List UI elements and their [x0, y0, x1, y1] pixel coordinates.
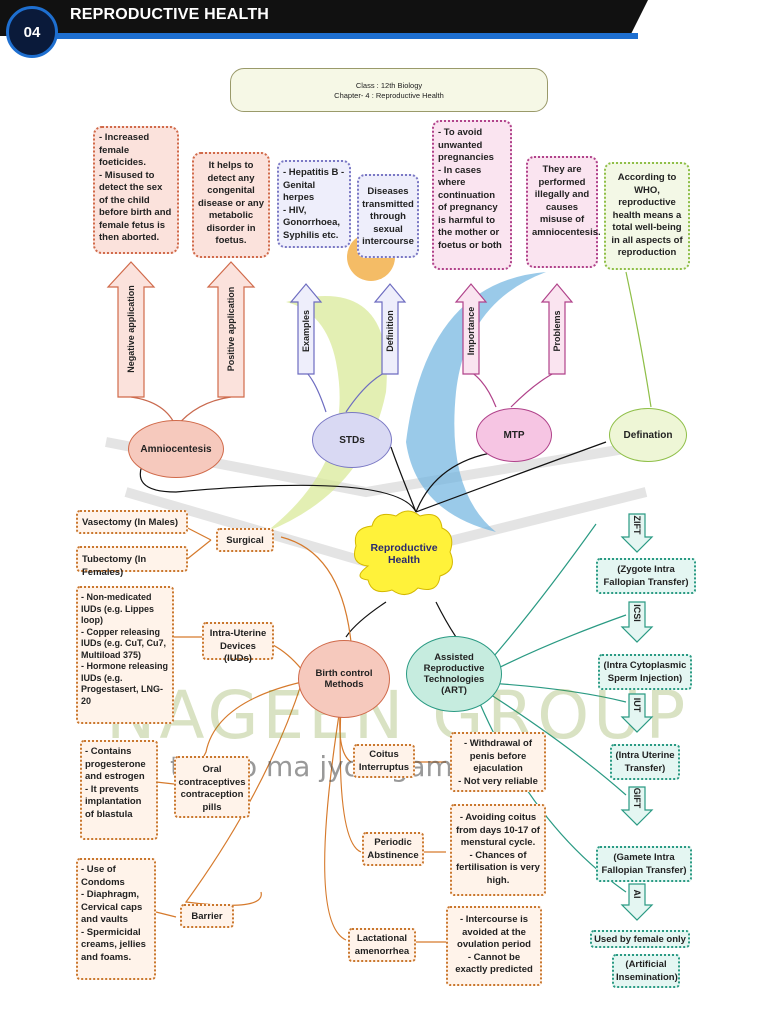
chapter-number-badge: 04: [6, 6, 58, 58]
gift-label: GIFT: [632, 787, 642, 809]
vasectomy-box: Vasectomy (In Males): [76, 510, 188, 534]
tubectomy-box: Tubectomy (In Females): [76, 546, 188, 578]
birth-control-node: Birth control Methods: [298, 640, 390, 718]
std-definition-text: Diseases transmitted through sexual inte…: [357, 174, 419, 258]
icsi-full-box: (Intra Cytoplasmic Sperm Injection): [598, 654, 692, 690]
negative-application-text: - Increased female foeticides. - Misused…: [93, 126, 179, 254]
surgical-box: Surgical: [216, 528, 274, 552]
ai-full-box: (Artificial Insemination): [612, 954, 680, 988]
examples-label: Examples: [301, 309, 311, 353]
iut-full-box: (Intra Uterine Transfer): [610, 744, 680, 780]
mtp-problems-text: They are performed illegally and causes …: [526, 156, 601, 268]
ai-note-box: Used by female only: [590, 930, 690, 948]
page-title: REPRODUCTIVE HEALTH: [70, 6, 270, 23]
coitus-interruptus-box: Coitus Interruptus: [353, 744, 415, 778]
class-info-line: Class : 12th Biology: [355, 81, 423, 90]
definition-arrow-label: Definition: [385, 310, 395, 352]
definition-node: Defination: [609, 408, 687, 462]
barrier-text: - Use of Condoms - Diaphragm, Cervical c…: [76, 858, 156, 980]
positive-application-label: Positive application: [226, 286, 236, 372]
coitus-interruptus-text: - Withdrawal of penis before ejaculation…: [450, 732, 546, 792]
stds-node: STDs: [312, 412, 392, 468]
oral-contraceptives-box: Oral contraceptives contraception pills: [174, 756, 250, 818]
class-info-box: Class : 12th Biology Chapter- 4 : Reprod…: [230, 68, 548, 112]
art-node: Assisted Reproductive Technologies (ART): [406, 636, 502, 712]
lactational-amenorrhea-text: - Intercourse is avoided at the ovulatio…: [446, 906, 542, 986]
header-bar: [0, 0, 648, 36]
importance-label: Importance: [466, 306, 476, 356]
ai-label: AI: [632, 889, 642, 899]
iud-text: - Non-medicated IUDs (e.g. Lippes loop) …: [76, 586, 174, 724]
oral-contraceptives-text: - Contains progesterone and estrogen - I…: [80, 740, 158, 840]
periodic-abstinence-box: Periodic Abstinence: [362, 832, 424, 866]
reproductive-health-node: Reproductive Health: [370, 542, 438, 566]
mtp-node: MTP: [476, 408, 552, 462]
mtp-importance-text: - To avoid unwanted pregnancies - In cas…: [432, 120, 512, 270]
std-examples-text: - Hepatitis B - Genital herpes - HIV, Go…: [277, 160, 351, 248]
definition-branch: [625, 271, 652, 408]
watermark-brand: NAGEEN GROUP: [106, 677, 690, 754]
barrier-box: Barrier: [180, 904, 234, 928]
center-connectors: [139, 441, 607, 638]
header-accent-line: [52, 33, 638, 39]
zift-label: ZIFT: [632, 515, 642, 535]
chapter-info-line: Chapter- 4 : Reproductive Health: [334, 91, 444, 100]
mtp-branches: [470, 371, 557, 408]
lactational-amenorrhea-box: Lactational amenorrhea: [348, 928, 416, 962]
amniocentesis-node: Amniocentesis: [128, 420, 224, 478]
zift-full-box: (Zygote Intra Fallopian Transfer): [596, 558, 696, 594]
positive-application-text: It helps to detect any congenital diseas…: [192, 152, 270, 258]
logo-green-arc: [266, 296, 387, 532]
negative-application-label: Negative application: [126, 285, 136, 373]
icsi-label: ICSI: [632, 604, 642, 622]
logo-blue-arc: [406, 272, 546, 532]
reproductive-health-cloud: [354, 510, 453, 595]
definition-text: According to WHO, reproductive health me…: [604, 162, 690, 270]
iud-box: Intra-Uterine Devices (IUDs): [202, 622, 274, 664]
gift-full-box: (Gamete Intra Fallopian Transfer): [596, 846, 692, 882]
problems-label: Problems: [552, 310, 562, 352]
periodic-abstinence-text: - Avoiding coitus from days 10-17 of men…: [450, 804, 546, 896]
mind-map: NAGEEN GROUP tamso ma jyotirgamaya Class…: [66, 62, 708, 1002]
iut-label: IUT: [632, 697, 642, 713]
